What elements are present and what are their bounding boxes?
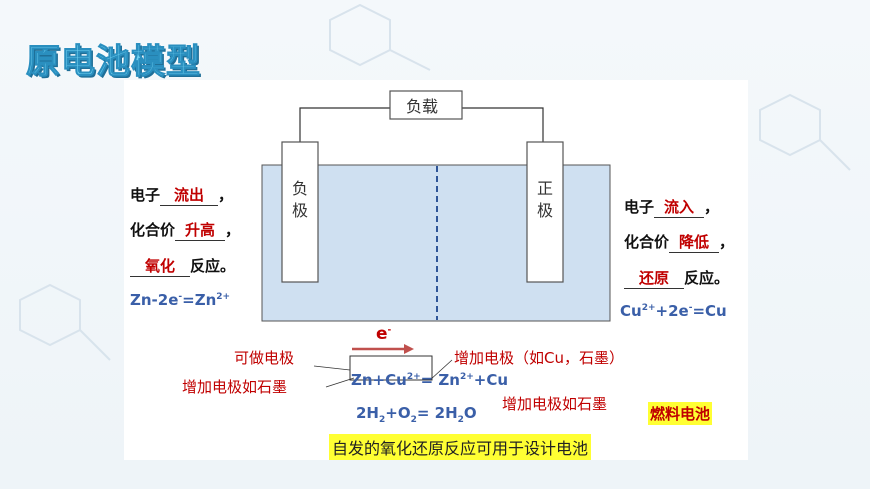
negative-electrode-label: 负极	[291, 179, 308, 220]
positive-electrode-label: 正极	[536, 179, 553, 220]
left-half-equation: Zn-2e-=Zn2+	[130, 291, 231, 309]
right-blank-valence-down: 降低	[669, 231, 720, 253]
annotation-can-electrode: 可做电极	[234, 349, 295, 367]
annotation-graphite-right: 增加电极如石墨	[502, 395, 608, 413]
left-blank-valence-up: 升高	[175, 219, 226, 241]
pointer-line-can-electrode	[313, 365, 351, 371]
left-line-3: 氧化反应。	[130, 255, 235, 277]
wire-right	[462, 107, 544, 142]
wire-left	[299, 107, 390, 142]
right-blank-reduction: 还原	[624, 267, 684, 289]
positive-electrode	[526, 141, 564, 283]
page-title: 原电池模型	[26, 42, 201, 83]
right-line-1: 电子流入，	[624, 196, 720, 218]
annotation-add-electrode-cu: 增加电极（如Cu，石墨）	[454, 349, 624, 367]
conclusion-text: 自发的氧化还原反应可用于设计电池	[329, 434, 592, 460]
pointer-line-cu	[429, 359, 453, 381]
fuel-cell-label: 燃料电池	[648, 402, 713, 425]
reaction-zn-cu: Zn+Cu2+= Zn2++Cu	[351, 371, 509, 389]
electron-label: e-	[376, 324, 392, 344]
right-line-3: 还原反应。	[624, 267, 729, 289]
pointer-line-graphite-left	[325, 377, 355, 388]
negative-electrode	[281, 141, 319, 283]
reaction-box	[349, 355, 433, 381]
right-blank-electron-in: 流入	[654, 196, 705, 218]
content-card: 负载 负极 正极 电子流出， 化合价升高， 氧化反应。 Zn-2e-=Zn2+ …	[124, 80, 748, 460]
left-blank-oxidation: 氧化	[130, 255, 190, 277]
left-blank-electron-out: 流出	[160, 184, 219, 206]
left-line-2: 化合价升高，	[130, 219, 241, 241]
right-half-equation: Cu2++2e-=Cu	[620, 302, 727, 320]
annotation-graphite-left: 增加电极如石墨	[182, 378, 288, 396]
reaction-h2-o2: 2H2+O2= 2H2O	[356, 404, 477, 425]
load-box	[389, 90, 463, 120]
right-line-2: 化合价降低，	[624, 231, 735, 253]
load-label: 负载	[406, 97, 439, 116]
left-line-1: 电子流出，	[130, 184, 234, 206]
galvanic-cell-diagram	[261, 90, 611, 388]
